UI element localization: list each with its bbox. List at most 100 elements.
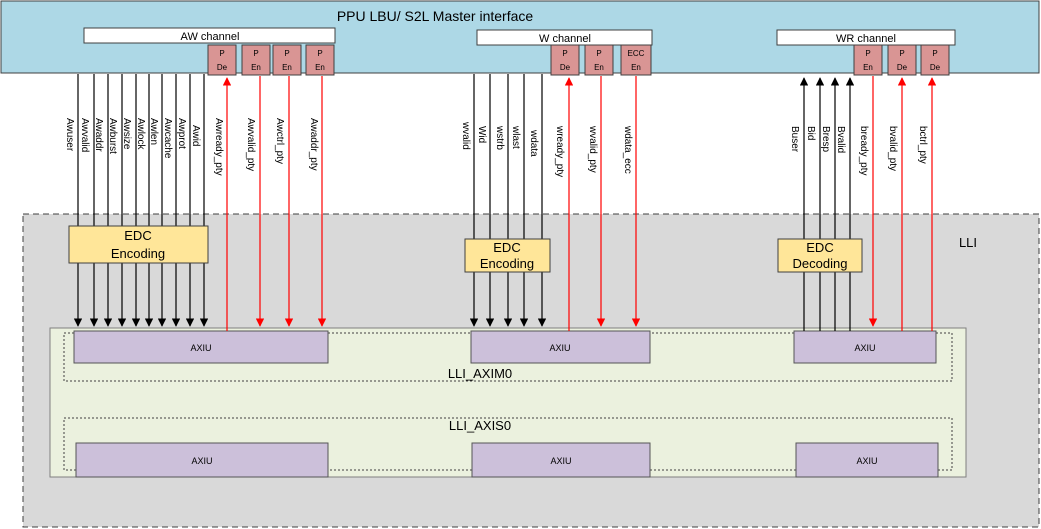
svg-text:En: En (631, 63, 641, 72)
axiu-label: AXIU (190, 343, 211, 353)
aw-channel-box: AW channel (83, 27, 336, 44)
wr-parity-decoder-1: P De (887, 44, 917, 76)
label-awuser: Awuser (64, 118, 75, 152)
svg-text:En: En (282, 63, 292, 72)
aw-signal-wires (73, 74, 209, 327)
wr-signal-wires (799, 77, 855, 331)
aw-parity-encoder-2: P En (272, 44, 302, 76)
w-channel-label: W channel (539, 33, 591, 45)
axiu-axis0-w: AXIU (471, 442, 651, 478)
label-bvalid-pty: bvalid_pty (887, 126, 898, 171)
label-awctrl-pty: Awctrl_pty (274, 118, 285, 164)
label-awvalid: Awvalid (79, 118, 90, 152)
aw-signal-labels: Awuser Awvalid Awaddr Awburst Awsize Awl… (64, 118, 319, 176)
label-awaddr-pty: Awaddr_pty (308, 118, 319, 171)
svg-text:ECC: ECC (628, 49, 645, 58)
svg-text:En: En (863, 63, 873, 72)
label-bvalid: Bvalid (835, 126, 846, 153)
svg-text:En: En (315, 63, 325, 72)
label-awaddr: Awaddr (93, 118, 104, 152)
label-wvalid-pty: wvalid_pty (587, 125, 598, 173)
axiu-axim0-wr: AXIU (793, 330, 937, 364)
label-bid: Bid (805, 126, 816, 140)
label-wready-pty: wready_pty (554, 125, 565, 177)
axiu-label: AXIU (191, 456, 212, 466)
wr-parity-decoder-2: P De (920, 44, 950, 76)
axiu-axim0-aw: AXIU (73, 330, 329, 364)
w-channel-box: W channel (476, 29, 653, 46)
aw-parity-decoder-1: P De (207, 44, 237, 76)
wr-parity-wires (868, 76, 937, 331)
axiu-axim0-w: AXIU (470, 330, 651, 364)
svg-text:P: P (562, 49, 567, 58)
axiu-label: AXIU (550, 456, 571, 466)
svg-text:De: De (897, 63, 908, 72)
wr-channel-box: WR channel (776, 29, 956, 46)
label-bctrl-pty: bctrl_pty (917, 126, 928, 164)
axiu-label: AXIU (549, 343, 570, 353)
wr-signal-labels: Buser Bid Bresp Bvalid bready_pty bvalid… (789, 126, 928, 175)
label-awburst: Awburst (107, 118, 118, 154)
svg-text:Encoding: Encoding (480, 256, 534, 271)
lli-axis0-label: LLI_AXIS0 (449, 418, 511, 433)
w-signal-labels: wvalid Wid wstrb wlast wdata wready_pty … (460, 121, 633, 177)
label-wlast: wlast (510, 125, 521, 149)
label-awsize: Awsize (121, 118, 132, 150)
label-buser: Buser (789, 126, 800, 153)
svg-text:EDC: EDC (806, 240, 833, 255)
svg-text:P: P (317, 49, 322, 58)
axiu-label: AXIU (856, 456, 877, 466)
w-parity-wires (564, 76, 641, 331)
w-signal-wires (469, 74, 547, 327)
label-awlen: Awlen (148, 118, 159, 145)
svg-text:P: P (865, 49, 870, 58)
label-bresp: Bresp (820, 126, 831, 153)
label-wstrb: wstrb (494, 125, 505, 150)
svg-text:Decoding: Decoding (793, 256, 848, 271)
svg-text:De: De (930, 63, 941, 72)
wr-parity-encoder-1: P En (853, 44, 883, 76)
aw-edc-encoding-box: EDC Encoding (68, 225, 209, 264)
label-wvalid: wvalid (460, 121, 471, 150)
svg-text:Encoding: Encoding (111, 246, 165, 261)
svg-text:P: P (596, 49, 601, 58)
w-parity-encoder-1: P En (584, 44, 614, 76)
svg-text:En: En (594, 63, 604, 72)
wr-edc-decoding-box: EDC Decoding (777, 238, 863, 273)
svg-text:EDC: EDC (124, 228, 151, 243)
axiu-axis0-aw: AXIU (75, 442, 329, 478)
label-wdata: wdata (528, 129, 539, 157)
w-ecc-encoder: ECC En (620, 44, 652, 76)
axiu-label: AXIU (854, 343, 875, 353)
w-parity-decoder-1: P De (550, 44, 580, 76)
svg-text:P: P (932, 49, 937, 58)
label-wid: Wid (476, 126, 487, 143)
lli-label: LLI (959, 235, 977, 250)
w-edc-encoding-box: EDC Encoding (464, 238, 551, 273)
svg-text:EDC: EDC (493, 240, 520, 255)
wr-channel-label: WR channel (836, 33, 896, 45)
svg-text:P: P (253, 49, 258, 58)
aw-parity-wires (222, 76, 327, 331)
label-awcache: Awcache (162, 118, 173, 159)
svg-text:De: De (560, 63, 571, 72)
svg-text:P: P (899, 49, 904, 58)
label-awvalid-pty: Awvalid_pty (245, 118, 256, 171)
aw-parity-encoder-3: P En (305, 44, 335, 76)
svg-text:P: P (284, 49, 289, 58)
svg-text:De: De (217, 63, 228, 72)
label-awready-pty: Awready_pty (213, 118, 224, 176)
svg-text:En: En (251, 63, 261, 72)
label-awprot: Awprot (176, 118, 187, 149)
label-awid: Awid (190, 125, 201, 147)
label-bready-pty: bready_pty (858, 126, 869, 175)
label-wdata-ecc: wdata_ecc (622, 125, 633, 174)
aw-channel-label: AW channel (181, 31, 240, 43)
label-awlock: Awlock (135, 118, 146, 150)
aw-parity-encoder-1: P En (241, 44, 271, 76)
svg-text:P: P (219, 49, 224, 58)
ppu-title: PPU LBU/ S2L Master interface (337, 8, 534, 24)
axiu-axis0-wr: AXIU (795, 442, 939, 478)
lli-axim0-label: LLI_AXIM0 (448, 366, 512, 381)
